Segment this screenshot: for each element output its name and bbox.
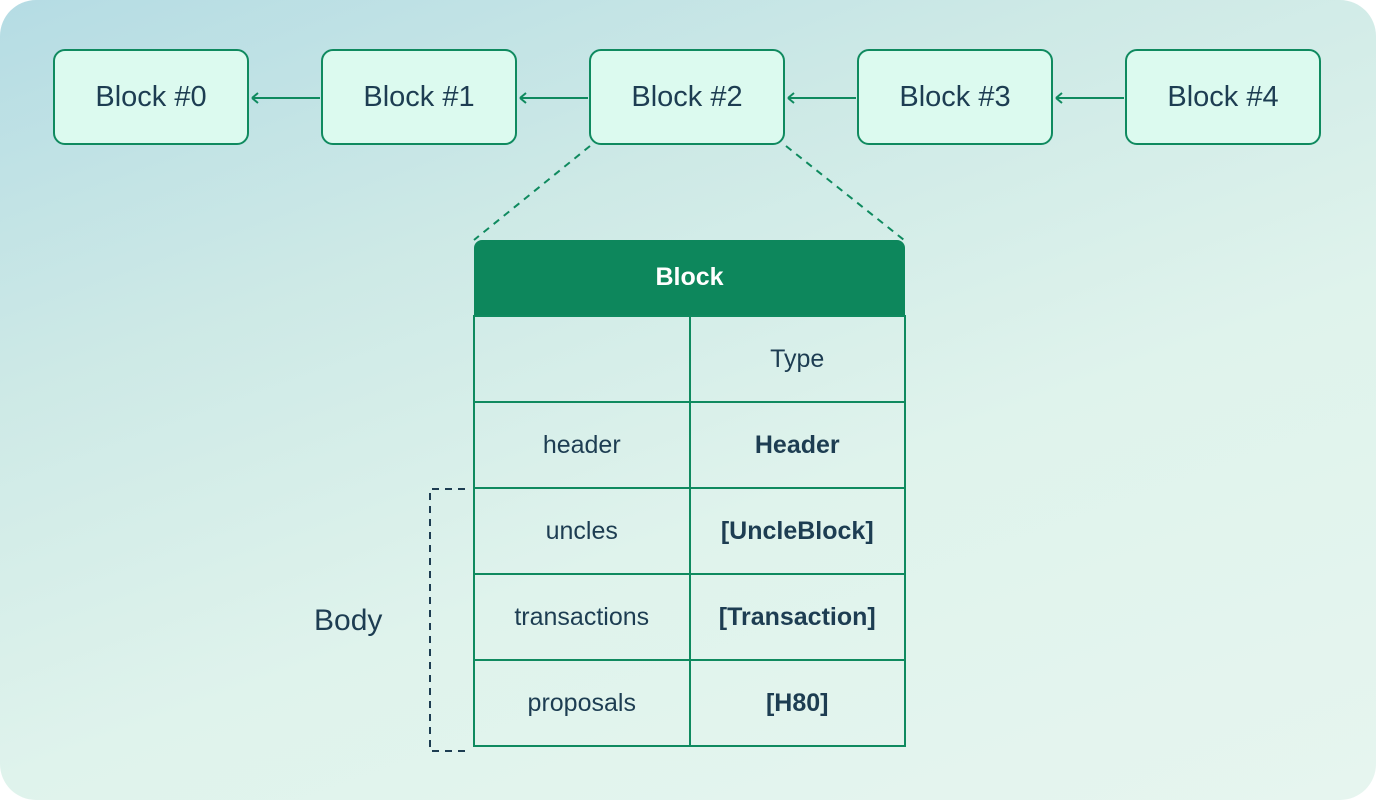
field-name: proposals	[473, 659, 691, 747]
table-title: Block	[474, 240, 905, 316]
chain-block-3: Block #3	[857, 49, 1053, 145]
body-bracket	[429, 488, 465, 752]
table-row: proposals [H80]	[473, 659, 906, 747]
field-type: [Transaction]	[688, 573, 906, 661]
chain-block-2: Block #2	[589, 49, 785, 145]
field-type: [H80]	[688, 659, 906, 747]
table-row: uncles [UncleBlock]	[473, 487, 906, 575]
chain-block-1: Block #1	[321, 49, 517, 145]
field-type: Header	[688, 401, 906, 489]
field-type: [UncleBlock]	[688, 487, 906, 575]
block-structure-table: Block Type header Header uncles [UncleBl…	[473, 240, 906, 747]
table-row: header Header	[473, 401, 906, 489]
field-name: uncles	[473, 487, 691, 575]
chain-block-4: Block #4	[1125, 49, 1321, 145]
chain-block-0: Block #0	[53, 49, 249, 145]
table-row: transactions [Transaction]	[473, 573, 906, 661]
type-column-header: Type	[688, 315, 906, 403]
field-name: header	[473, 401, 691, 489]
body-label: Body	[314, 604, 383, 637]
field-name: transactions	[473, 573, 691, 661]
field-column-header	[473, 315, 691, 403]
table-header-row: Type	[473, 315, 906, 403]
zoom-line-right	[785, 145, 905, 241]
zoom-line-left	[473, 145, 591, 241]
